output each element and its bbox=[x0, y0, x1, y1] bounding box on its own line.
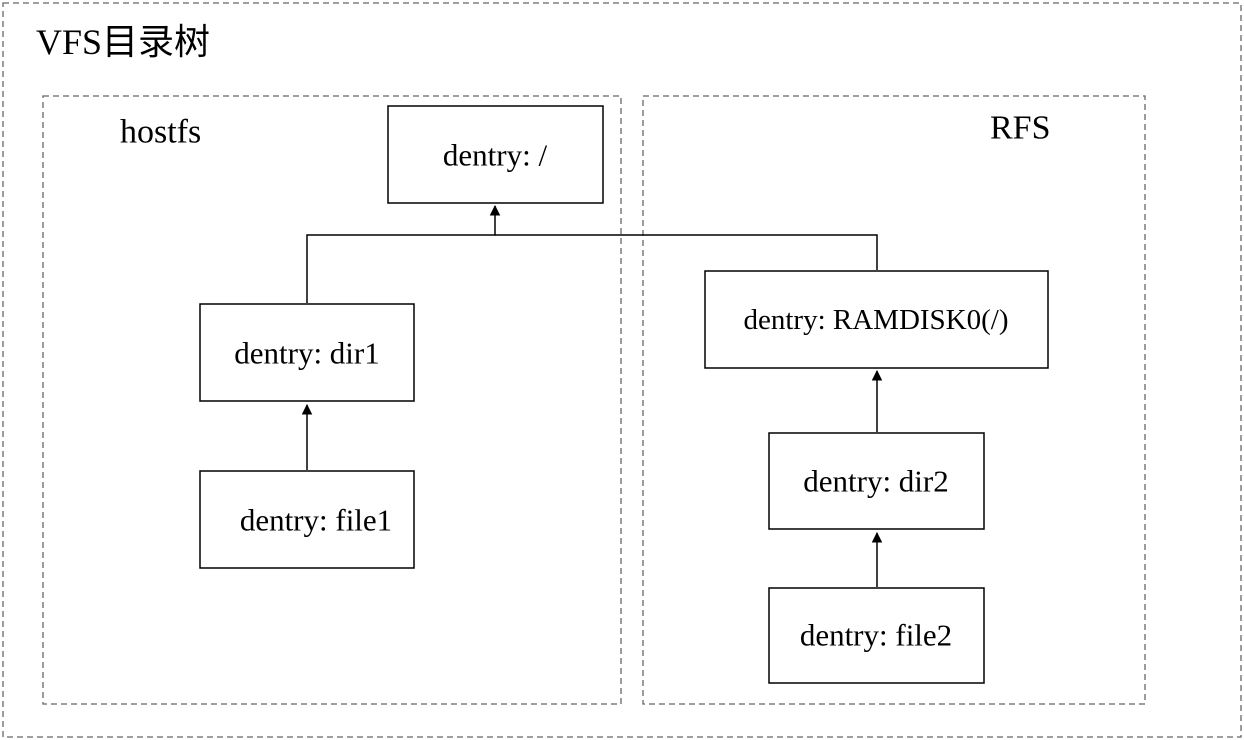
node-file2-box bbox=[768, 587, 985, 684]
rfs-region bbox=[642, 95, 1146, 705]
edge-ramdisk0-to-root bbox=[495, 234, 878, 270]
hostfs-region bbox=[42, 95, 622, 705]
node-ramdisk0-box bbox=[704, 270, 1049, 369]
node-dir1: dentry: dir1 bbox=[199, 303, 415, 402]
node-ramdisk0: dentry: RAMDISK0(/) bbox=[704, 270, 1049, 369]
node-dir1-box bbox=[199, 303, 415, 402]
node-file1-label: dentry: file1 bbox=[240, 503, 392, 538]
node-root-box bbox=[387, 105, 604, 204]
node-root-label: dentry: / bbox=[443, 138, 548, 173]
hostfs-region-label: hostfs bbox=[120, 114, 201, 151]
node-file1-box bbox=[199, 470, 415, 569]
node-dir2-label: dentry: dir2 bbox=[803, 464, 949, 499]
node-dir2: dentry: dir2 bbox=[768, 432, 985, 530]
node-file2-label: dentry: file2 bbox=[800, 618, 952, 653]
node-file1: dentry: file1 bbox=[199, 470, 415, 569]
node-ramdisk0-label: dentry: RAMDISK0(/) bbox=[743, 304, 1008, 336]
node-file2: dentry: file2 bbox=[768, 587, 985, 684]
node-dir2-box bbox=[768, 432, 985, 530]
rfs-region-label: RFS bbox=[990, 110, 1051, 147]
diagram-title: VFS目录树 bbox=[36, 22, 210, 62]
edges bbox=[301, 204, 883, 587]
node-dir1-label: dentry: dir1 bbox=[234, 336, 380, 371]
edge-dir1-to-root bbox=[306, 204, 501, 303]
node-root: dentry: / bbox=[387, 105, 604, 204]
